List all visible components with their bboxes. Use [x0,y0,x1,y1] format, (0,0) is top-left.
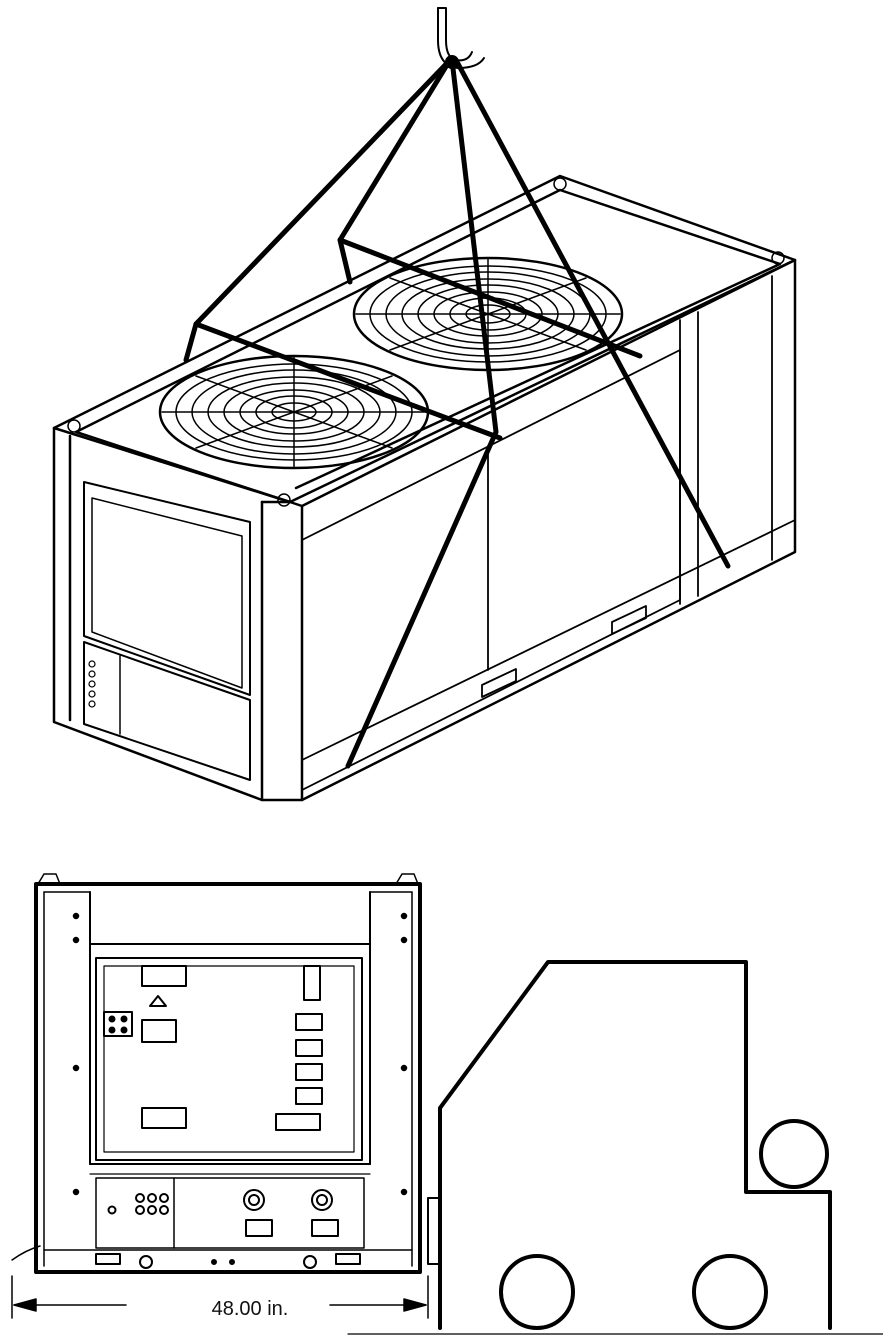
service-panel [44,1164,412,1268]
width-dimension-label: 48.00 in. [211,1298,289,1320]
control-panel [96,958,362,1160]
forklift [348,962,883,1334]
corner-lugs [68,178,784,506]
unit-side-face [302,260,795,800]
unit-end-face [54,428,302,800]
isometric-unit [54,8,795,800]
crane-hook [438,8,484,68]
lifting-straps [186,60,728,766]
unit-end-view [36,874,420,1272]
fan-guard-front [160,356,428,468]
unit-top-face [54,176,795,502]
width-dimension [12,1246,428,1318]
frame-bolts [74,914,407,1195]
